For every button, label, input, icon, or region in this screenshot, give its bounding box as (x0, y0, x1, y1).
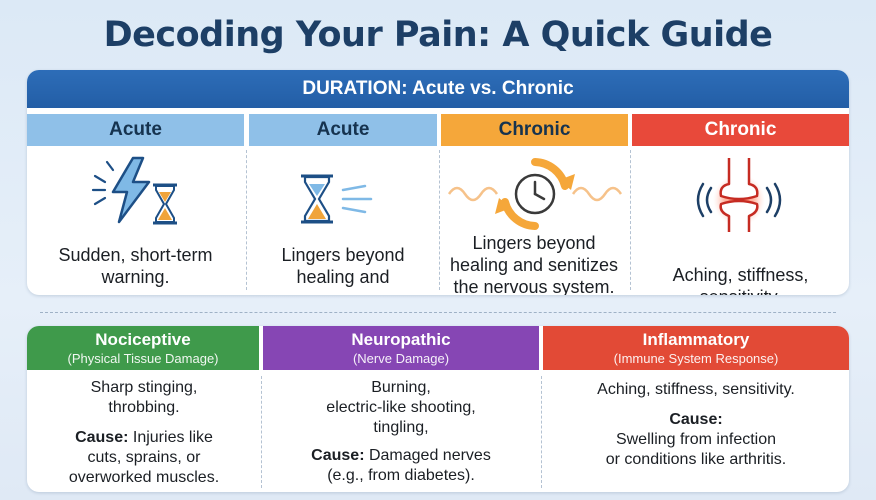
column-divider (630, 150, 631, 290)
column-text-acute-2: Lingers beyond healing and (281, 245, 405, 287)
section-divider (40, 312, 836, 313)
column-header-chronic-1: Chronic (441, 114, 628, 146)
duration-header: DURATION: Acute vs. Chronic (27, 70, 849, 108)
column-text-chronic-1: Lingers beyond healing and senitizes the… (449, 233, 619, 295)
cause-label: Cause: (311, 447, 365, 464)
lightning-hourglass-icon (91, 156, 183, 231)
pain-types-panel: Nociceptive (Physical Tissue Damage) Neu… (27, 326, 849, 492)
type-body-inflammatory: Aching, stiffness, sensitivity. Cause: S… (545, 380, 847, 470)
column-divider (261, 376, 262, 488)
column-divider (246, 150, 247, 290)
inflamed-joint-icon (689, 156, 789, 239)
column-header-chronic-2: Chronic (632, 114, 849, 146)
type-header-nociceptive: Nociceptive (Physical Tissue Damage) (27, 326, 259, 370)
column-divider (541, 376, 542, 488)
type-header-inflammatory: Inflammatory (Immune System Response) (543, 326, 849, 370)
page-title: Decoding Your Pain: A Quick Guide (103, 15, 773, 55)
cycle-clock-icon (445, 154, 625, 237)
column-text-acute-1: Sudden, short-term warning. (58, 245, 213, 287)
cause-label: Cause: (669, 411, 723, 428)
column-header-acute-1: Acute (27, 114, 244, 146)
type-header-neuropathic: Neuropathic (Nerve Damage) (263, 326, 539, 370)
duration-panel: DURATION: Acute vs. Chronic Acute Acute … (27, 70, 849, 295)
column-header-acute-2: Acute (249, 114, 437, 146)
type-body-nociceptive: Sharp stinging, throbbing. Cause: Injuri… (68, 379, 220, 486)
cause-label: Cause: (75, 429, 129, 446)
column-divider (439, 150, 440, 290)
column-text-chronic-2: Aching, stiffness, sensitivity. (672, 265, 809, 295)
type-body-neuropathic: Burning, electric-like shooting, tinglin… (311, 379, 491, 484)
hourglass-icon (299, 174, 379, 229)
